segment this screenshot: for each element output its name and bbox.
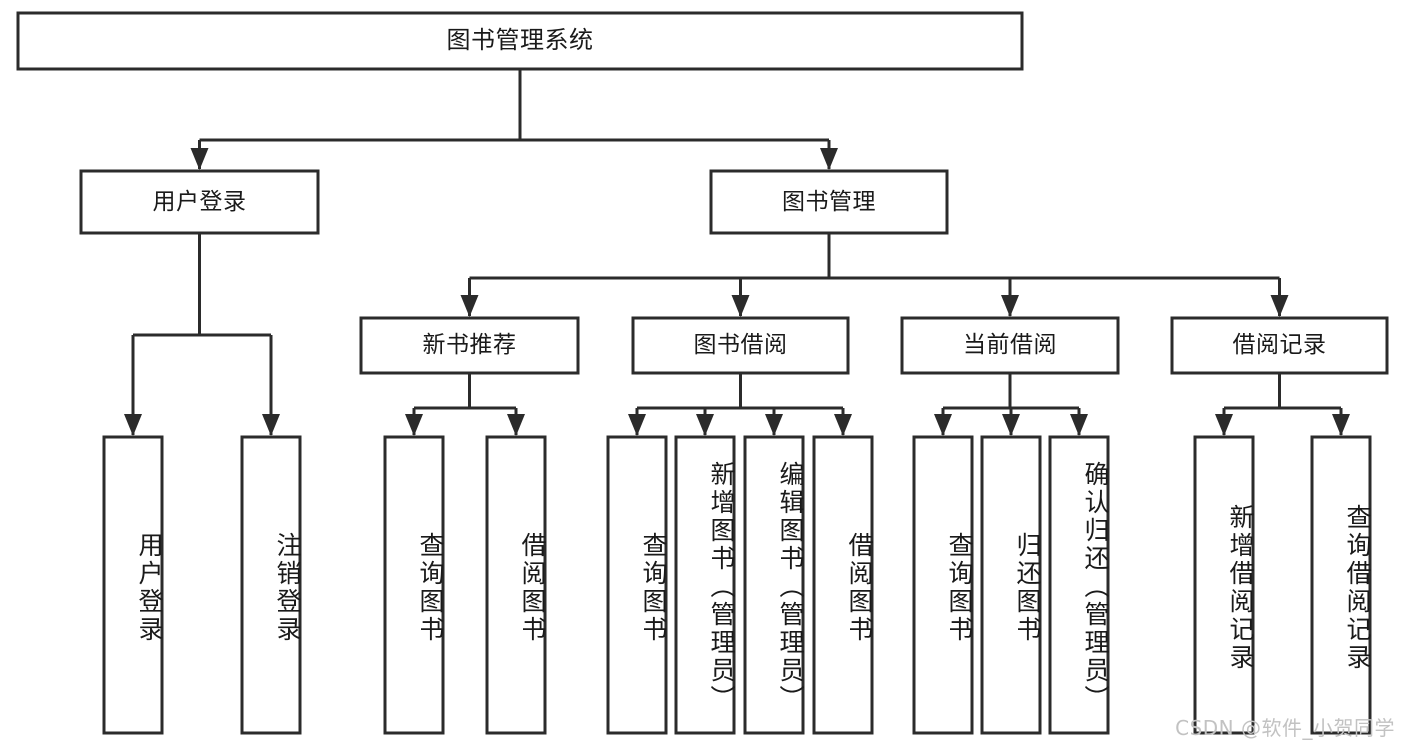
node-box-book-manage[interactable]	[709, 169, 949, 235]
boxes-group	[16, 11, 1389, 735]
arrow-head-icon-leaf-borrow-add-book	[696, 414, 714, 436]
arrow-head-icon-leaf-borrow-query-book	[628, 414, 646, 436]
node-box-leaf-borrow-borrow-book[interactable]	[812, 435, 874, 735]
node-box-current-borrow[interactable]	[900, 316, 1120, 375]
arrow-head-icon-current-borrow	[1001, 295, 1019, 317]
node-box-leaf-borrow-query-book[interactable]	[606, 435, 668, 735]
node-box-leaf-record-add[interactable]	[1193, 435, 1255, 735]
node-box-leaf-current-confirm-return[interactable]	[1048, 435, 1110, 735]
arrow-head-icon-book-manage	[820, 148, 838, 170]
arrow-head-icon-book-borrow	[731, 295, 750, 317]
arrow-head-icon-leaf-borrow-edit-book	[765, 414, 783, 436]
arrow-head-icon-borrow-record	[1270, 295, 1289, 317]
node-box-leaf-user-login[interactable]	[102, 435, 164, 735]
node-box-leaf-borrow-add-book[interactable]	[674, 435, 736, 735]
arrow-head-icon-leaf-current-confirm-return	[1070, 414, 1088, 436]
arrow-head-icon-leaf-rec-query-book	[405, 414, 423, 436]
node-box-borrow-record[interactable]	[1170, 316, 1389, 375]
node-box-book-borrow[interactable]	[631, 316, 850, 375]
arrow-head-icon-leaf-rec-borrow-book	[507, 414, 525, 436]
node-box-leaf-borrow-edit-book[interactable]	[743, 435, 805, 735]
arrow-head-icon-user-login	[190, 148, 209, 170]
node-box-leaf-current-return-book[interactable]	[980, 435, 1042, 735]
node-box-leaf-rec-query-book[interactable]	[383, 435, 445, 735]
node-box-root[interactable]	[16, 11, 1024, 71]
connectors-group	[124, 69, 1350, 436]
node-box-leaf-record-query[interactable]	[1310, 435, 1372, 735]
node-box-leaf-user-logout[interactable]	[240, 435, 302, 735]
arrow-head-icon-new-book-rec	[460, 295, 479, 317]
arrow-head-icon-leaf-record-query	[1332, 414, 1350, 436]
arrow-head-icon-leaf-record-add	[1215, 414, 1233, 436]
node-box-leaf-current-query-book[interactable]	[912, 435, 974, 735]
csdn-watermark: CSDN @软件_小贺同学	[1175, 716, 1395, 740]
arrow-head-icon-leaf-user-logout	[262, 414, 280, 436]
node-box-user-login[interactable]	[79, 169, 320, 235]
arrow-head-icon-leaf-user-login	[124, 414, 142, 436]
arrow-head-icon-leaf-current-return-book	[1002, 414, 1020, 436]
arrow-head-icon-leaf-borrow-borrow-book	[834, 414, 852, 436]
node-box-new-book-rec[interactable]	[359, 316, 580, 375]
node-box-leaf-rec-borrow-book[interactable]	[485, 435, 547, 735]
arrow-head-icon-leaf-current-query-book	[934, 414, 952, 436]
